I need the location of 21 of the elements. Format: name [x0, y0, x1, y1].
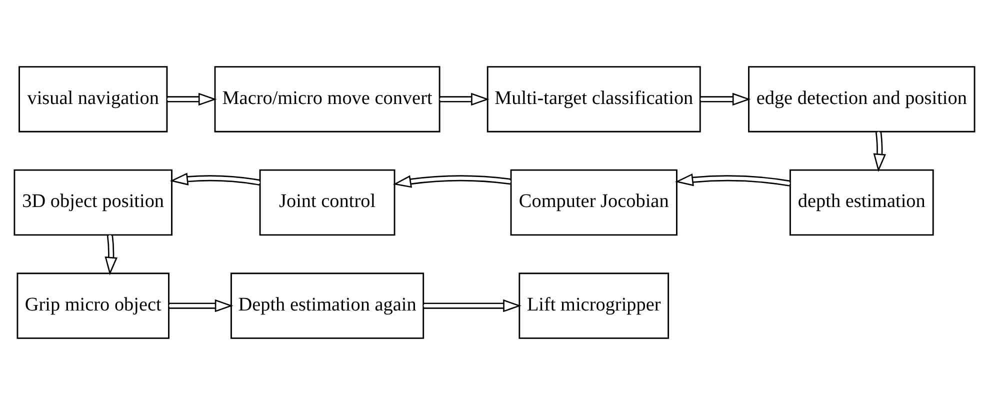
node-box: Depth estimation again	[230, 272, 424, 338]
node-box: Grip micro object	[16, 272, 170, 338]
arrow	[104, 234, 118, 275]
node-box: Macro/micro move convert	[214, 66, 440, 132]
node-box: edge detection and position	[748, 66, 976, 132]
node-box: depth estimation	[790, 168, 934, 236]
node-box: Joint control	[259, 168, 396, 236]
arrow	[393, 174, 512, 188]
arrow	[873, 130, 886, 172]
node-box: 3D object position	[14, 168, 172, 236]
node-box: Lift microgripper	[518, 272, 670, 338]
arrow	[700, 92, 751, 106]
arrow	[169, 298, 234, 312]
arrow	[167, 92, 217, 106]
arrow	[170, 172, 260, 186]
node-box: visual navigation	[18, 66, 168, 132]
arrow	[675, 172, 790, 186]
node-box: Multi-target classification	[486, 66, 701, 132]
arrow	[440, 92, 490, 106]
node-box: Computer Jocobian	[510, 168, 678, 236]
arrow	[424, 298, 522, 312]
